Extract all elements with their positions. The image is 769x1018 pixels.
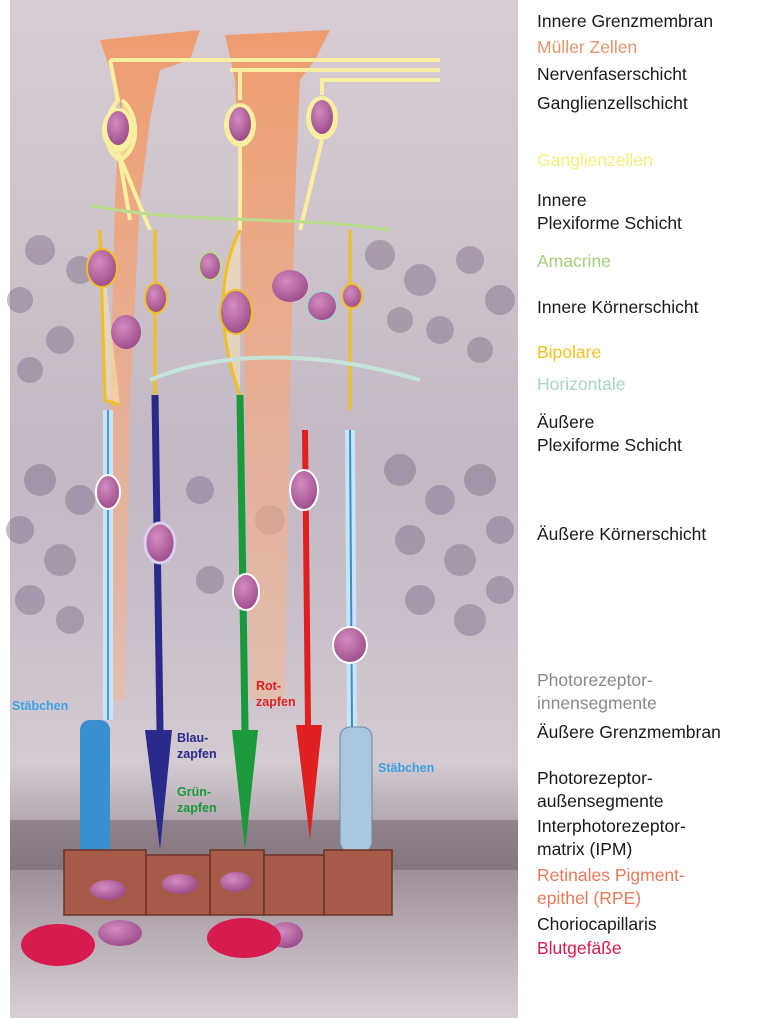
layer-text: Ganglienzellschicht bbox=[537, 93, 688, 113]
layer-text: Amacrine bbox=[537, 251, 611, 271]
layer-label-6: Amacrine bbox=[537, 250, 611, 273]
rpe-cells bbox=[64, 850, 392, 915]
label-green-cone-2: zapfen bbox=[177, 801, 217, 815]
retina-diagram: Stäbchen Blau- zapfen Grün- zapfen Rot- … bbox=[0, 0, 520, 1018]
layer-label-13: Äußere Grenzmembran bbox=[537, 721, 721, 744]
layer-label-16: Retinales Pigment-epithel (RPE) bbox=[537, 864, 685, 910]
layer-text: Ganglienzellen bbox=[537, 150, 653, 170]
layer-label-7: Innere Körnerschicht bbox=[537, 296, 698, 319]
label-rod-left: Stäbchen bbox=[12, 699, 68, 713]
layer-text: Müller Zellen bbox=[537, 37, 637, 57]
label-rod-right: Stäbchen bbox=[378, 761, 434, 775]
layer-label-3: Ganglienzellschicht bbox=[537, 92, 688, 115]
layer-label-4: Ganglienzellen bbox=[537, 149, 653, 172]
layer-label-12: Photorezeptor-innensegmente bbox=[537, 669, 657, 715]
layer-label-0: Innere Grenzmembran bbox=[537, 10, 713, 33]
layer-text: Äußere Körnerschicht bbox=[537, 524, 706, 544]
layer-label-9: Horizontale bbox=[537, 373, 626, 396]
layer-text: Plexiforme Schicht bbox=[537, 435, 682, 455]
layer-text: innensegmente bbox=[537, 693, 657, 713]
layer-text: epithel (RPE) bbox=[537, 888, 641, 908]
layer-text: Äußere Grenzmembran bbox=[537, 722, 721, 742]
layer-label-2: Nervenfaserschicht bbox=[537, 63, 687, 86]
label-blue-cone-1: Blau- bbox=[177, 731, 208, 745]
layer-text: Bipolare bbox=[537, 342, 601, 362]
layer-label-15: Interphotorezeptor-matrix (IPM) bbox=[537, 815, 686, 861]
label-green-cone-1: Grün- bbox=[177, 785, 211, 799]
layer-label-18: Blutgefäße bbox=[537, 937, 622, 960]
label-blue-cone-2: zapfen bbox=[177, 747, 217, 761]
layer-text: Photorezeptor- bbox=[537, 670, 653, 690]
layer-text: Innere bbox=[537, 190, 587, 210]
layer-label-8: Bipolare bbox=[537, 341, 601, 364]
layer-text: Photorezeptor- bbox=[537, 768, 653, 788]
layer-text: Nervenfaserschicht bbox=[537, 64, 687, 84]
layer-text: Äußere bbox=[537, 412, 594, 432]
layer-text: Innere Körnerschicht bbox=[537, 297, 698, 317]
layer-text: außensegmente bbox=[537, 791, 663, 811]
layer-text: Blutgefäße bbox=[537, 938, 622, 958]
layer-label-1: Müller Zellen bbox=[537, 36, 637, 59]
layer-label-14: Photorezeptor-außensegmente bbox=[537, 767, 663, 813]
label-red-cone-1: Rot- bbox=[256, 679, 281, 693]
layer-text: Horizontale bbox=[537, 374, 626, 394]
layer-text: Interphotorezeptor- bbox=[537, 816, 686, 836]
layer-text: Choriocapillaris bbox=[537, 914, 657, 934]
layer-label-11: Äußere Körnerschicht bbox=[537, 523, 706, 546]
label-red-cone-2: zapfen bbox=[256, 695, 296, 709]
layer-label-17: Choriocapillaris bbox=[537, 913, 657, 936]
layer-text: Innere Grenzmembran bbox=[537, 11, 713, 31]
layer-text: Retinales Pigment- bbox=[537, 865, 685, 885]
layer-text: matrix (IPM) bbox=[537, 839, 632, 859]
layer-text: Plexiforme Schicht bbox=[537, 213, 682, 233]
